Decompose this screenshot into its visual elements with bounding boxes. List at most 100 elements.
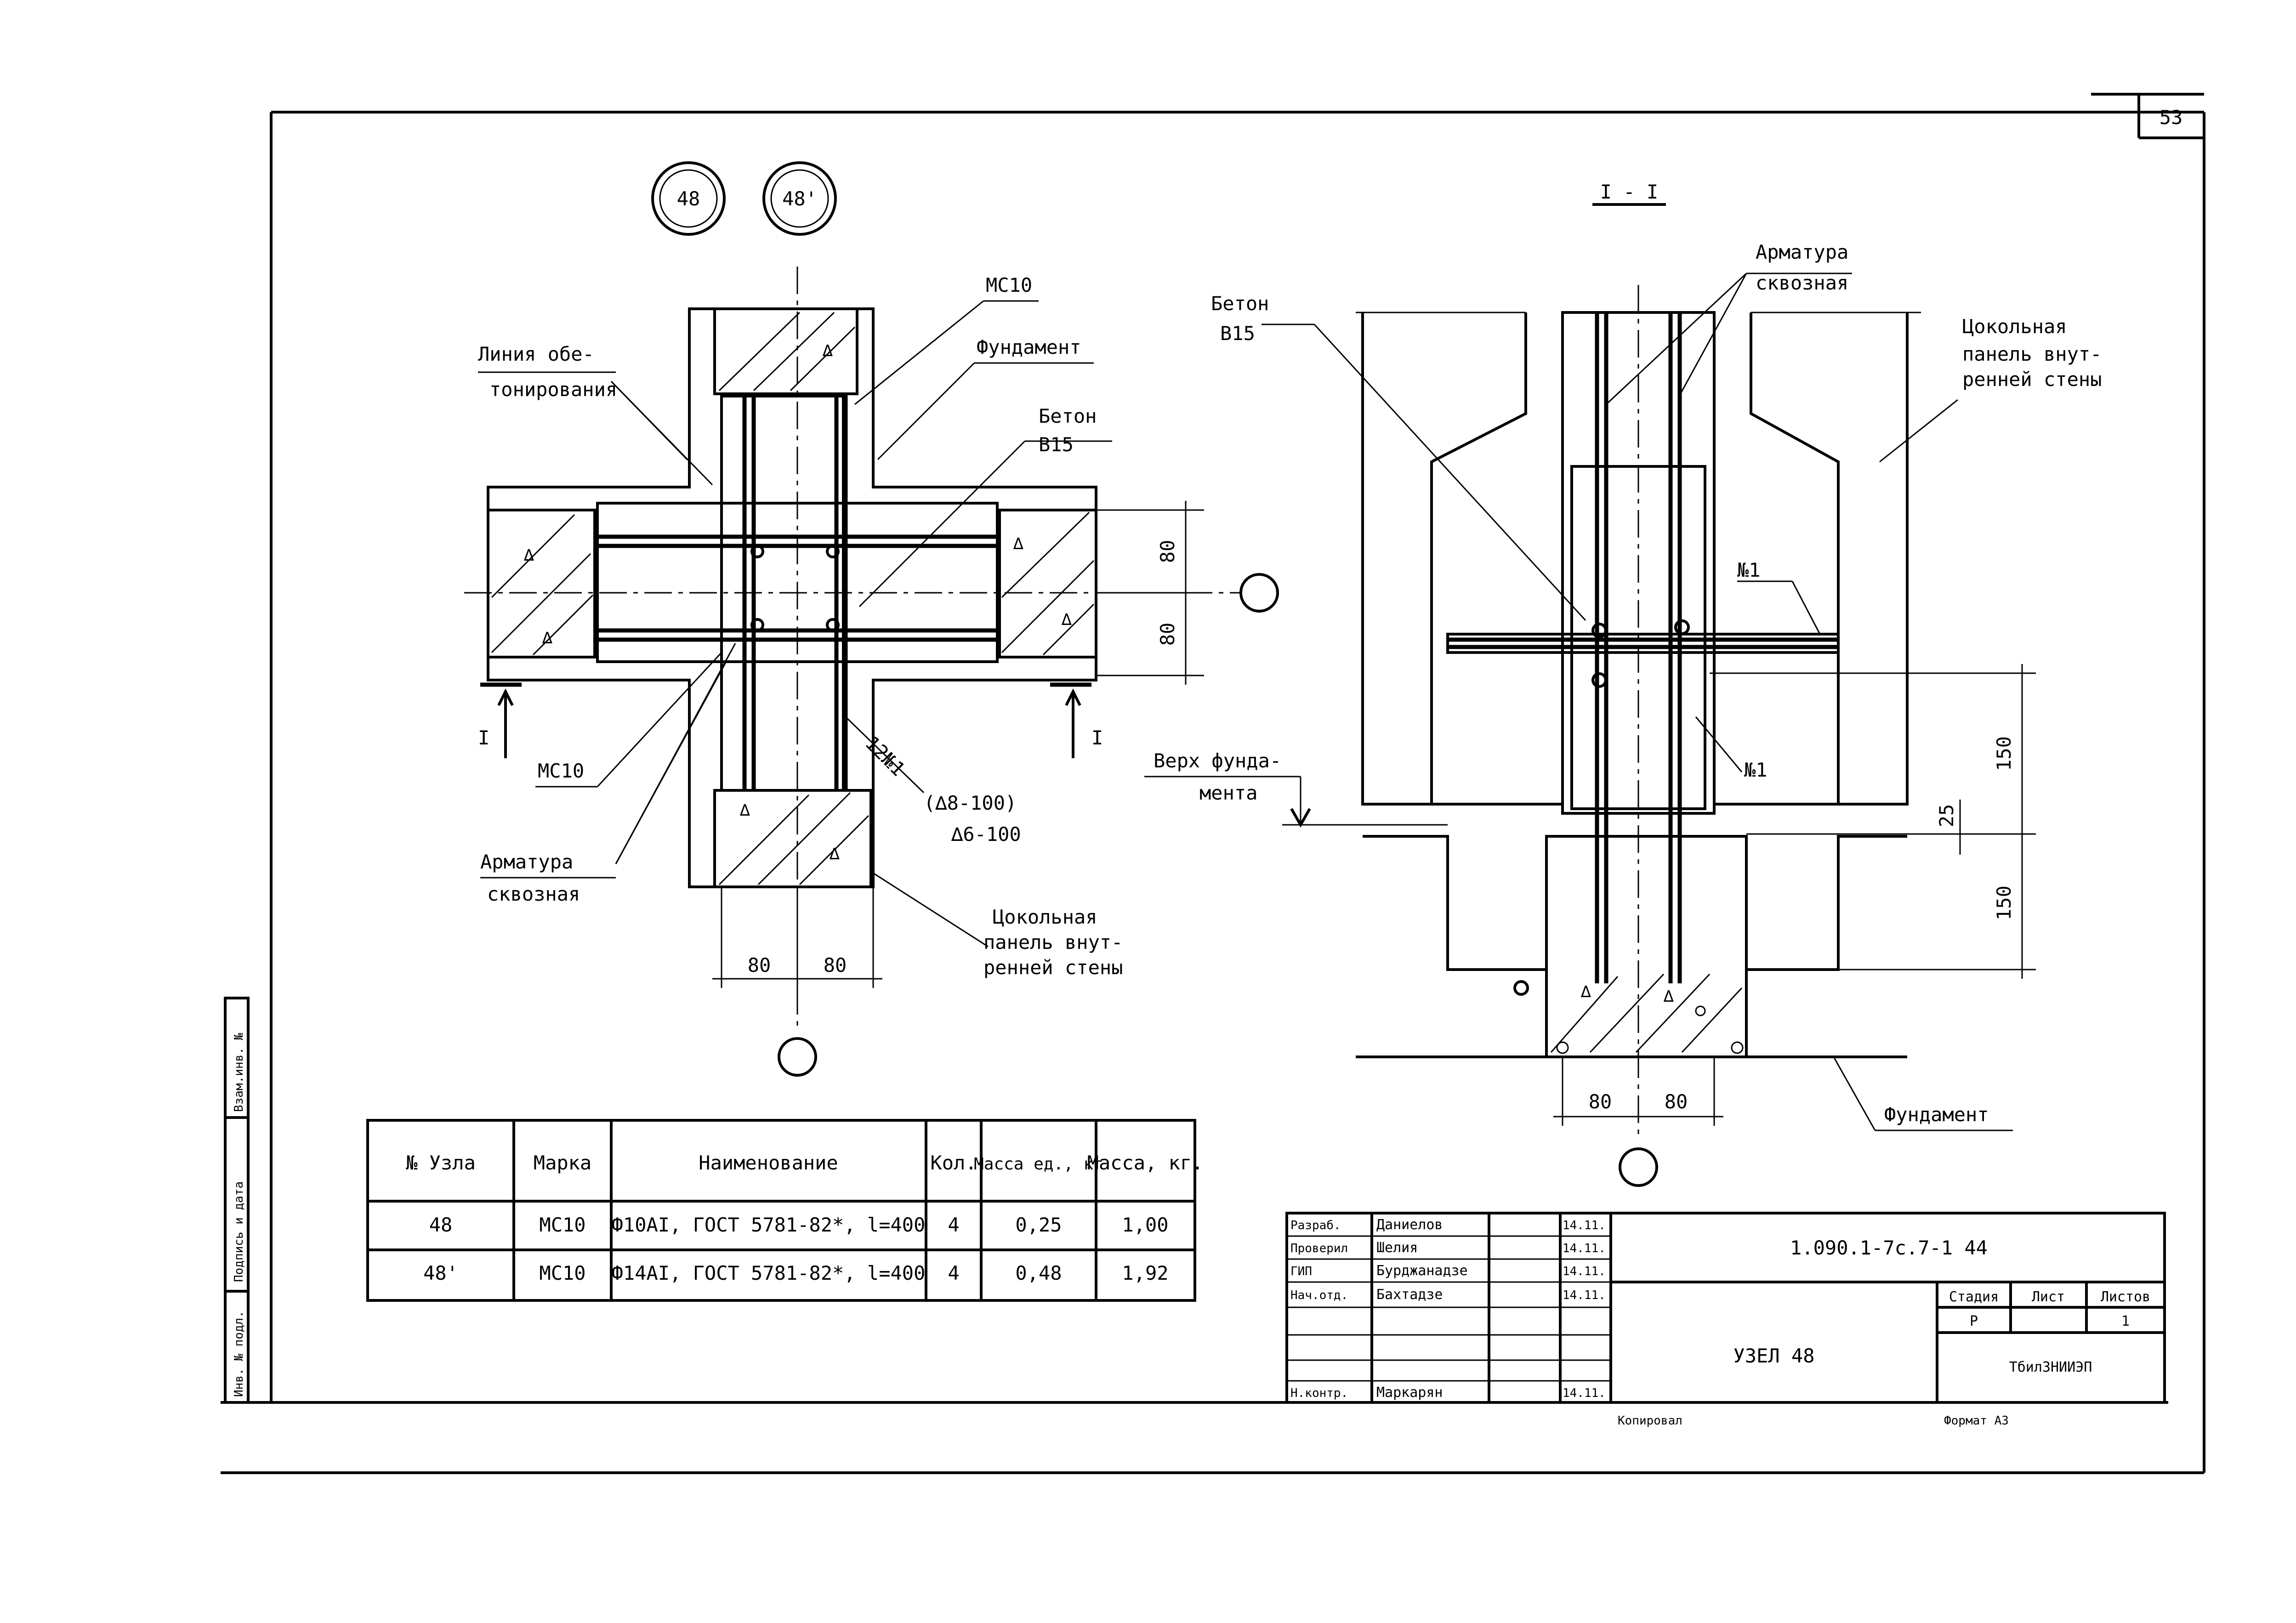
table-cell: 1,00 bbox=[1122, 1214, 1168, 1236]
svg-text:∆: ∆ bbox=[1663, 987, 1674, 1006]
sheets-value: 1 bbox=[2121, 1313, 2130, 1329]
table-cell: Ф14АI, ГОСТ 5781-82*, l=400 bbox=[612, 1262, 926, 1284]
section-dim-bottom-2: 80 bbox=[1665, 1090, 1688, 1113]
section-label-n1-mid: №1 bbox=[1744, 759, 1767, 781]
section-label-panel-2: панель внут- bbox=[1962, 343, 2102, 365]
title-block: Разраб. Даниелов 14.11. Проверил Шелия 14.11.… bbox=[1285, 1212, 2166, 1404]
table-cell: 0,25 bbox=[1015, 1214, 1062, 1236]
margin-stamp: Взам.инв. № Подпись и дата Инв. № подл. bbox=[224, 997, 250, 1404]
section-label-n1-top: №1 bbox=[1737, 559, 1761, 581]
svg-text:∆: ∆ bbox=[1580, 982, 1591, 1001]
section-label-panel-1: Цокольная bbox=[1962, 315, 2067, 338]
table-cell: МС10 bbox=[539, 1262, 585, 1284]
section-dim-right-1: 150 bbox=[1993, 736, 2015, 771]
svg-text:∆: ∆ bbox=[1013, 534, 1023, 553]
page-number: 53 bbox=[2160, 106, 2183, 129]
section-label-foundation-top-1: Верх фунда- bbox=[1154, 749, 1281, 772]
plan-view: ∆ ∆ ∆ ∆ ∆ ∆ ∆ bbox=[464, 267, 1279, 1077]
table-cell: 1,92 bbox=[1122, 1262, 1168, 1284]
title-block-date: 14.11. bbox=[1563, 1242, 1606, 1255]
section-title: I - I bbox=[1600, 181, 1658, 203]
drawing-title: УЗЕЛ 48 bbox=[1733, 1345, 1814, 1367]
sheets-header: Листов bbox=[2101, 1289, 2150, 1305]
section-label-concrete-1: Бетон bbox=[1211, 292, 1269, 315]
plan-label-rebar-1: Арматура bbox=[480, 851, 573, 873]
svg-text:∆: ∆ bbox=[739, 801, 750, 820]
svg-text:∆: ∆ bbox=[523, 546, 534, 565]
svg-text:48': 48' bbox=[782, 187, 817, 210]
margin-field-3: Инв. № подл. bbox=[232, 1311, 246, 1397]
plan-dim-right-1: 80 bbox=[1156, 540, 1179, 563]
stage-header: Стадия bbox=[1949, 1289, 1999, 1305]
svg-text:∆: ∆ bbox=[542, 629, 552, 647]
section-view: I - I ∆ ∆ bbox=[1144, 181, 2102, 1187]
plan-label-mc10-top: МС10 bbox=[986, 274, 1032, 296]
table-cell: 0,48 bbox=[1015, 1262, 1062, 1284]
plan-axis-bubble-right bbox=[1239, 573, 1279, 613]
title-block-name: Даниелов bbox=[1376, 1217, 1443, 1233]
plan-label-rebar-2: сквозная bbox=[487, 883, 580, 905]
table-header-mass: Масса, кг. bbox=[1087, 1152, 1204, 1174]
table-header-mark: Марка bbox=[534, 1152, 591, 1174]
table-cell: 48 bbox=[429, 1214, 453, 1236]
format-label: Формат А3 bbox=[1944, 1414, 2009, 1428]
document-code: 1.090.1-7с.7-1 44 bbox=[1790, 1237, 1988, 1259]
plan-label-line-concreting-2: тонирования bbox=[489, 378, 617, 401]
plan-top-panel-hatch: ∆ bbox=[718, 312, 856, 392]
title-block-date: 14.11. bbox=[1563, 1288, 1606, 1302]
section-axis-bubble bbox=[1619, 1147, 1658, 1187]
plan-label-concrete-1: Бетон bbox=[1039, 405, 1097, 427]
section-label-foundation: Фундамент bbox=[1884, 1103, 1989, 1126]
section-dim-right-2: 25 bbox=[1935, 804, 1958, 828]
sheet-header: Лист bbox=[2032, 1289, 2065, 1305]
copied-label: Копировал bbox=[1618, 1414, 1682, 1428]
plan-section-mark-right: I bbox=[1091, 726, 1103, 749]
title-block-name: Шелия bbox=[1376, 1240, 1418, 1256]
plan-label-line-concreting-1: Линия обе- bbox=[478, 343, 594, 365]
plan-section-mark-left: I bbox=[478, 726, 489, 749]
plan-label-panel-2: панель внут- bbox=[983, 931, 1123, 953]
table-cell: 48' bbox=[423, 1262, 458, 1284]
table-cell: 4 bbox=[948, 1214, 959, 1236]
plan-label-mc10-bottom: МС10 bbox=[538, 760, 584, 782]
table-header-qty: Кол. bbox=[930, 1152, 977, 1174]
table-cell: Ф10АI, ГОСТ 5781-82*, l=400 bbox=[612, 1214, 926, 1236]
svg-text:∆: ∆ bbox=[822, 341, 833, 360]
detail-marker-48: 48 bbox=[651, 161, 726, 236]
plan-label-panel-1: Цокольная bbox=[993, 906, 1097, 928]
title-block-role: Разраб. bbox=[1290, 1219, 1341, 1232]
section-label-panel-3: ренней стены bbox=[1962, 368, 2102, 391]
plan-label-spacing-b: ∆6-100 bbox=[951, 823, 1021, 846]
section-label-rebar-2: сквозная bbox=[1756, 272, 1848, 294]
title-block-name: Бахтадзе bbox=[1376, 1287, 1443, 1303]
section-dim-bottom-1: 80 bbox=[1589, 1090, 1612, 1113]
title-block-name: Бурджанадзе bbox=[1376, 1263, 1468, 1279]
table-header-unit-mass: Масса ед., кг bbox=[974, 1155, 1103, 1174]
title-block-name: Маркарян bbox=[1376, 1385, 1443, 1401]
plan-left-panel-hatch: ∆ ∆ bbox=[491, 514, 594, 656]
detail-marker-48-prime: 48' bbox=[762, 161, 837, 236]
title-block-role: ГИП bbox=[1290, 1265, 1312, 1278]
organization: ТбилЗНИИЭП bbox=[2009, 1359, 2092, 1375]
svg-text:∆: ∆ bbox=[1061, 610, 1072, 629]
svg-text:48: 48 bbox=[677, 187, 700, 210]
plan-label-concrete-2: В15 bbox=[1039, 433, 1074, 456]
svg-text:∆: ∆ bbox=[829, 845, 840, 863]
section-label-foundation-top-2: мента bbox=[1199, 782, 1257, 804]
plan-label-spacing-a: (∆8-100) bbox=[924, 792, 1017, 814]
stage-value: Р bbox=[1970, 1313, 1978, 1329]
margin-field-2: Подпись и дата bbox=[232, 1181, 246, 1282]
section-foundation-hatch: ∆ ∆ bbox=[1550, 973, 1744, 1054]
table-cell: МС10 bbox=[539, 1214, 585, 1236]
margin-field-1: Взам.инв. № bbox=[232, 1033, 246, 1112]
section-label-concrete-2: В15 bbox=[1220, 322, 1255, 345]
plan-dim-bottom-2: 80 bbox=[824, 954, 847, 976]
title-block-date: 14.11. bbox=[1563, 1219, 1606, 1232]
plan-axis-bubble-bottom bbox=[778, 1037, 817, 1077]
plan-bottom-panel-hatch: ∆ ∆ bbox=[718, 792, 870, 885]
title-block-date: 14.11. bbox=[1563, 1386, 1606, 1400]
title-block-role: Проверил bbox=[1290, 1242, 1348, 1255]
table-cell: 4 bbox=[948, 1262, 959, 1284]
title-block-date: 14.11. bbox=[1563, 1265, 1606, 1278]
